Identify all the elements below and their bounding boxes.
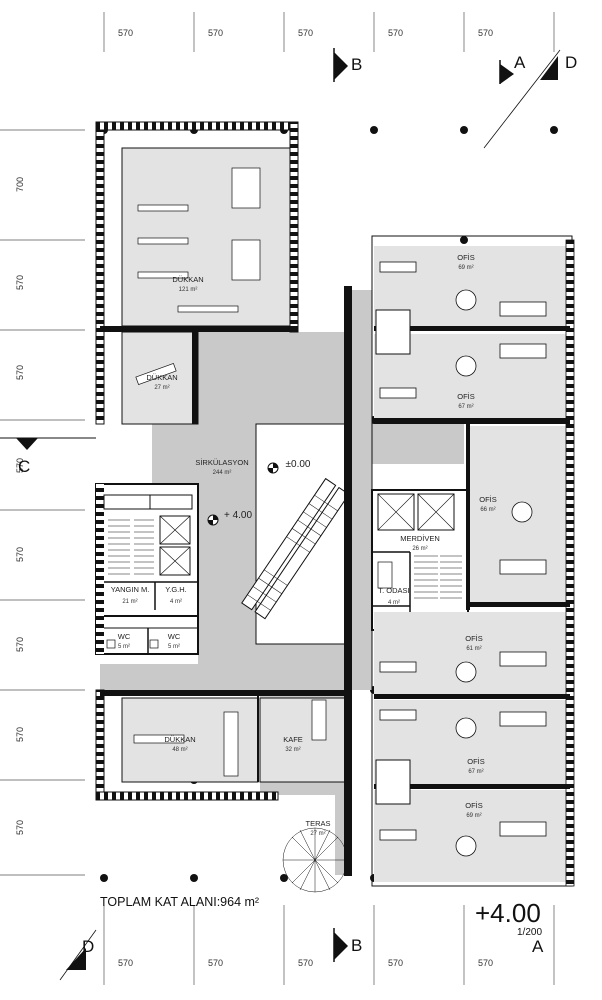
ygh-name: Y.G.H. — [165, 585, 187, 594]
dim-left-7: 570 — [15, 727, 25, 742]
section-d-top-label: D — [565, 53, 577, 72]
office-1-name: OFİS — [457, 253, 475, 262]
shop-bottom-area: 48 m² — [172, 747, 187, 753]
left-dimensions: 700 570 570 570 570 570 570 570 — [15, 177, 25, 835]
section-mark-b-bottom: B — [333, 928, 362, 962]
circulation-name: SİRKÜLASYON — [195, 458, 248, 467]
section-mark-a-bottom: A — [532, 937, 544, 956]
dim-top-1: 570 — [118, 28, 133, 38]
shop-small-area: 27 m² — [154, 385, 169, 391]
level-marker-circulation: + 4.00 — [207, 510, 253, 526]
cafe-room — [259, 697, 347, 783]
office-5-area: 67 m² — [468, 769, 483, 775]
top-dimensions: 570 570 570 570 570 — [118, 28, 493, 38]
office-1-area: 69 m² — [458, 265, 473, 271]
dim-top-3: 570 — [298, 28, 313, 38]
shop-small-name: DÜKKAN — [146, 373, 177, 382]
section-a-top-label: A — [514, 53, 526, 72]
dim-top-4: 570 — [388, 28, 403, 38]
t-room-name: T. ODASI — [378, 586, 409, 595]
elevation-void: ±0.00 — [286, 459, 311, 470]
section-c-label: C — [18, 457, 30, 476]
office-3-area: 66 m² — [480, 507, 495, 513]
section-mark-b-top: B — [333, 48, 362, 82]
circulation-area-label: 244 m² — [213, 470, 232, 476]
dim-left-1: 700 — [15, 177, 25, 192]
section-mark-c: C — [0, 437, 96, 476]
section-mark-d-top: D — [483, 49, 577, 149]
terrace-name: TERAS — [305, 819, 330, 828]
stair-area: 26 m² — [412, 546, 427, 552]
core-block — [95, 483, 199, 655]
section-b-bottom-label: B — [351, 936, 362, 955]
total-area: TOPLAM KAT ALANI:964 m² — [100, 895, 259, 909]
office-5-name: OFİS — [467, 757, 485, 766]
section-d-bottom-label: D — [82, 937, 94, 956]
shop-furniture — [133, 167, 327, 777]
shop-bottom-name: DÜKKAN — [164, 735, 195, 744]
section-mark-d-bottom: D — [59, 929, 97, 981]
fire-stair-name: YANGIN M. — [111, 585, 150, 594]
wc1-area: 5 m² — [118, 644, 130, 650]
dim-bottom-2: 570 — [208, 958, 223, 968]
fire-stair-area: 21 m² — [122, 599, 137, 605]
section-a-bottom-label: A — [532, 937, 544, 956]
section-b-top-label: B — [351, 55, 362, 74]
office-4-area: 61 m² — [466, 646, 481, 652]
wc2-name: WC — [168, 632, 181, 641]
escalator — [241, 477, 350, 620]
wc2-area: 5 m² — [168, 644, 180, 650]
dim-top-2: 570 — [208, 28, 223, 38]
office-2-name: OFİS — [457, 392, 475, 401]
terrace-stair — [282, 827, 348, 893]
dim-top-5: 570 — [478, 28, 493, 38]
office-2-area: 67 m² — [458, 404, 473, 410]
office-6-area: 69 m² — [466, 813, 481, 819]
dim-left-3: 570 — [15, 365, 25, 380]
shop-large-room — [121, 147, 291, 327]
t-room-area: 4 m² — [388, 600, 400, 606]
dim-bottom-3: 570 — [298, 958, 313, 968]
wc1-name: WC — [118, 632, 131, 641]
cafe-area: 32 m² — [285, 747, 300, 753]
floor-level: +4.00 — [475, 898, 541, 928]
shop-large-name: DÜKKAN — [172, 275, 203, 284]
scale: 1/200 — [517, 927, 542, 938]
bottom-dimensions: 570 570 570 570 570 — [118, 958, 493, 968]
office-3-name: OFİS — [479, 495, 497, 504]
elevation-circulation: + 4.00 — [224, 510, 253, 521]
level-marker-void: ±0.00 — [267, 459, 311, 474]
office-tables — [379, 261, 547, 857]
dim-bottom-5: 570 — [478, 958, 493, 968]
shop-large-area: 121 m² — [179, 287, 198, 293]
dim-left-8: 570 — [15, 820, 25, 835]
horizontal-grid-lines — [0, 129, 85, 876]
section-mark-a-top: A — [499, 53, 526, 84]
dim-left-4: 570 — [15, 458, 25, 473]
office-4-name: OFİS — [465, 634, 483, 643]
vertical-grid-lines — [103, 12, 555, 985]
ygh-area: 4 m² — [170, 599, 182, 605]
dim-bottom-1: 570 — [118, 958, 133, 968]
dim-left-2: 570 — [15, 275, 25, 290]
dim-left-5: 570 — [15, 547, 25, 562]
cafe-name: KAFE — [283, 735, 303, 744]
shop-small-room — [121, 331, 199, 425]
dim-left-6: 570 — [15, 637, 25, 652]
stair-name: MERDİVEN — [400, 534, 440, 543]
terrace-area: 27 m² — [310, 831, 325, 837]
dim-bottom-4: 570 — [388, 958, 403, 968]
office-6-name: OFİS — [465, 801, 483, 810]
